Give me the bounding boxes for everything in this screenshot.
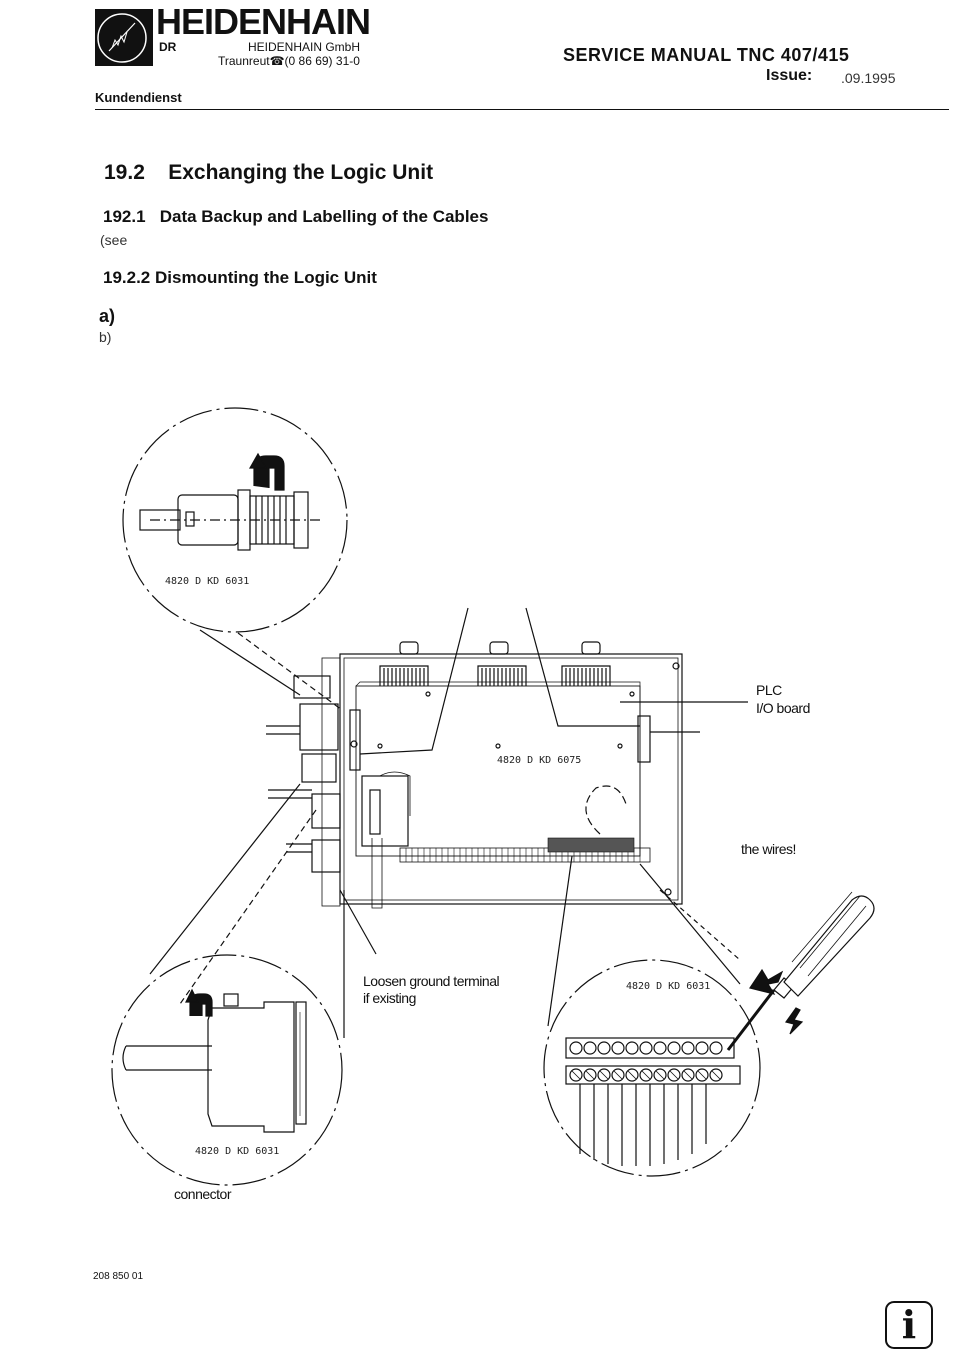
drawing-code-bottom-left: 4820 D KD 6031 bbox=[195, 1146, 280, 1157]
logic-unit-housing bbox=[339, 641, 700, 905]
issue-date: .09.1995 bbox=[841, 70, 896, 86]
step-a-label: a) bbox=[99, 306, 116, 326]
brand-prefix: DR bbox=[159, 40, 177, 54]
issue-label: Issue: bbox=[766, 67, 813, 84]
step-b-label: b) bbox=[99, 329, 112, 345]
drawing-code-center: 4820 D KD 6075 bbox=[497, 755, 582, 766]
department: Kundendienst bbox=[95, 90, 182, 105]
section-title: Exchanging the Logic Unit bbox=[168, 161, 434, 184]
company-name: HEIDENHAIN GmbH bbox=[248, 40, 361, 54]
logo-emblem-icon bbox=[97, 13, 147, 63]
header-divider bbox=[95, 109, 949, 110]
subsection-heading-1: 192.1 Data Backup and Labelling of the C… bbox=[103, 206, 488, 228]
section-heading: 19.2 Exchanging the Logic Unit bbox=[104, 160, 433, 186]
label-loosen-ground: Loosen ground terminal bbox=[363, 973, 500, 989]
label-connector: connector bbox=[174, 1186, 231, 1202]
detail-circle-top-left bbox=[122, 407, 348, 633]
drawing-code-top-left: 4820 D KD 6031 bbox=[165, 576, 250, 587]
label-plc: PLC bbox=[756, 682, 782, 698]
section-number: 19.2 bbox=[104, 161, 145, 184]
label-io-board: I/O board bbox=[756, 700, 810, 716]
logic-unit-drawing bbox=[0, 390, 954, 1210]
label-if-existing: if existing bbox=[363, 990, 416, 1006]
info-icon[interactable]: i bbox=[885, 1301, 933, 1349]
subsection-1-number: 192.1 bbox=[103, 207, 146, 226]
document-number: 208 850 01 bbox=[93, 1271, 144, 1282]
subsection-1-text: (see bbox=[100, 232, 128, 248]
company-phone: Traunreut☎(0 86 69) 31-0 bbox=[218, 54, 360, 68]
heidenhain-logo-mark bbox=[95, 9, 153, 66]
subsection-1-title: Data Backup and Labelling of the Cables bbox=[159, 207, 489, 226]
detail-circle-bottom-right bbox=[543, 891, 875, 1177]
detail-circle-bottom-left bbox=[111, 954, 343, 1186]
brand-name: HEIDENHAIN bbox=[156, 1, 371, 42]
drawing-code-bottom-right: 4820 D KD 6031 bbox=[626, 981, 711, 992]
manual-title: SERVICE MANUAL TNC 407/415 bbox=[563, 45, 850, 65]
subsection-heading-2: 19.2.2 Dismounting the Logic Unit bbox=[103, 268, 377, 287]
left-side-connectors bbox=[266, 657, 383, 909]
label-wires: the wires! bbox=[741, 841, 796, 857]
